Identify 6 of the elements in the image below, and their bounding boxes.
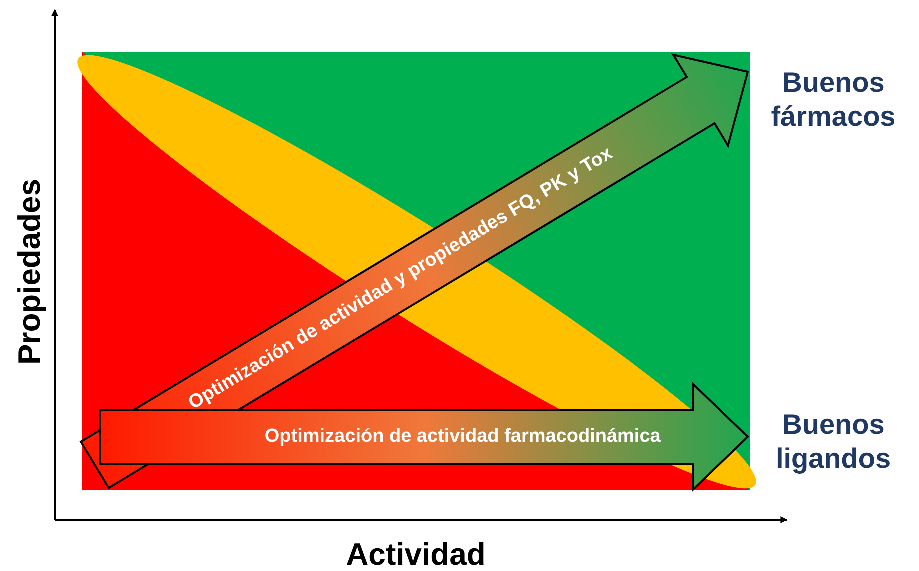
axis-title: Actividad	[346, 538, 486, 571]
axis-title: Propiedades	[13, 178, 47, 366]
outcome-label: Buenos fármacos	[770, 66, 897, 134]
block-arrow	[99, 382, 750, 492]
arrow-label: Optimización de actividad farmacodinámica	[264, 426, 661, 448]
outcome-label: Buenos ligandos	[774, 408, 892, 476]
